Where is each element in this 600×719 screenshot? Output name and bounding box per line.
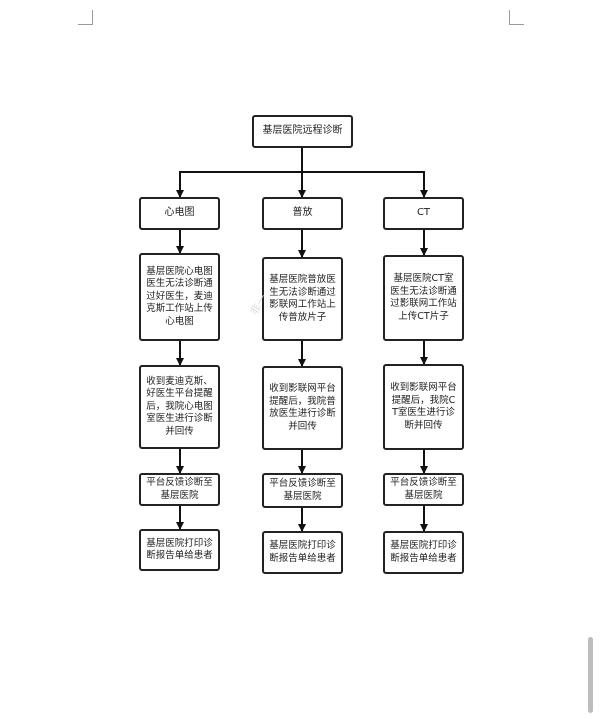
branch-node-ct: CT [383, 197, 464, 230]
ecg-step-3: 平台反馈诊断至基层医院 [139, 473, 220, 506]
xray-step-1: 基层医院普放医生无法诊断通过影联网工作站上传普放片子 [262, 257, 343, 341]
ct-step-3: 平台反馈诊断至基层医院 [383, 473, 464, 506]
ecg-step-1: 基层医院心电图医生无法诊断通过好医生，麦迪克斯工作站上传心电图 [139, 253, 220, 341]
page-corner-mark-top-right [509, 10, 524, 25]
ct-step-1: 基层医院CT室医生无法诊断通过影联网工作站上传CT片子 [383, 255, 464, 341]
ct-step-2: 收到影联网平台提醒后，我院CT室医生进行诊断并回传 [383, 364, 464, 450]
ct-step-4: 基层医院打印诊断报告单给患者 [383, 531, 464, 574]
vertical-scrollbar[interactable] [588, 637, 593, 713]
branch-node-xray: 普放 [262, 197, 343, 230]
xray-step-4: 基层医院打印诊断报告单给患者 [262, 531, 343, 574]
ecg-step-4: 基层医院打印诊断报告单给患者 [139, 529, 220, 571]
ecg-step-2: 收到麦迪克斯、好医生平台提醒后，我院心电图室医生进行诊断并回传 [139, 365, 220, 449]
branch-node-ecg: 心电图 [139, 197, 220, 230]
xray-step-3: 平台反馈诊断至基层医院 [262, 473, 343, 508]
root-node: 基层医院远程诊断 [252, 115, 353, 148]
xray-step-2: 收到影联网平台提醒后，我院普放医生进行诊断并回传 [262, 366, 343, 450]
page-corner-mark-top-left [78, 10, 93, 25]
